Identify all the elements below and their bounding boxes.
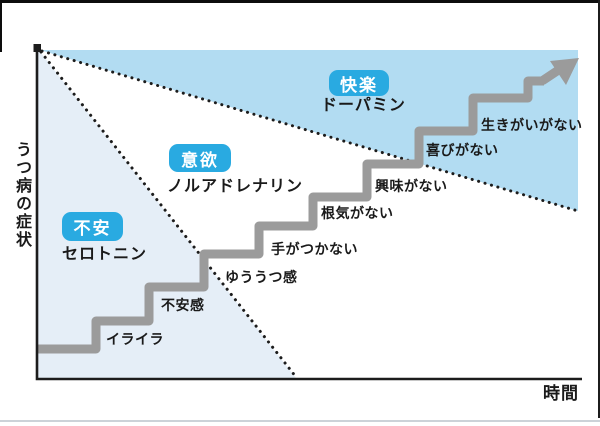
badge-pleasure: 快楽	[329, 70, 389, 96]
dotted-line-shallow	[40, 49, 580, 213]
frame-bottom-edge	[0, 420, 600, 422]
staircase-arrowhead-icon	[550, 58, 579, 85]
x-axis-label: 時間	[543, 384, 579, 404]
step-label-melancholy: ゆううつ感	[225, 270, 298, 286]
staircase-line	[37, 76, 544, 354]
step-label-cannot-start: 手がつかない	[271, 242, 358, 258]
hormone-dopamine-label: ドーパミン	[321, 95, 406, 114]
badge-anxiety: 不安	[62, 212, 123, 241]
frame-top-edge	[0, 0, 600, 3]
hormone-noradrenaline-label: ノルアドレナリン	[167, 176, 304, 195]
step-label-no-joy: 喜びがない	[426, 143, 499, 159]
step-label-anxiety: 不安感	[161, 298, 205, 314]
dotted-line-steep	[39, 50, 298, 379]
frame-right-edge	[597, 0, 600, 418]
region-pleasure-fill	[40, 50, 578, 211]
step-label-no-persistence: 根気がない	[321, 206, 394, 222]
step-label-irritability: イライラ	[106, 332, 164, 348]
frame-left-edge	[0, 0, 2, 52]
step-label-no-purpose: 生きがいがない	[481, 118, 583, 134]
badge-motivation: 意欲	[169, 144, 231, 172]
step-label-no-interest: 興味がない	[375, 179, 448, 195]
hormone-serotonin-label: セロトニン	[62, 244, 148, 263]
axis-lines	[35, 46, 582, 381]
axis-origin-tick	[33, 44, 41, 52]
y-axis-label: うつ病の症状	[13, 141, 32, 249]
